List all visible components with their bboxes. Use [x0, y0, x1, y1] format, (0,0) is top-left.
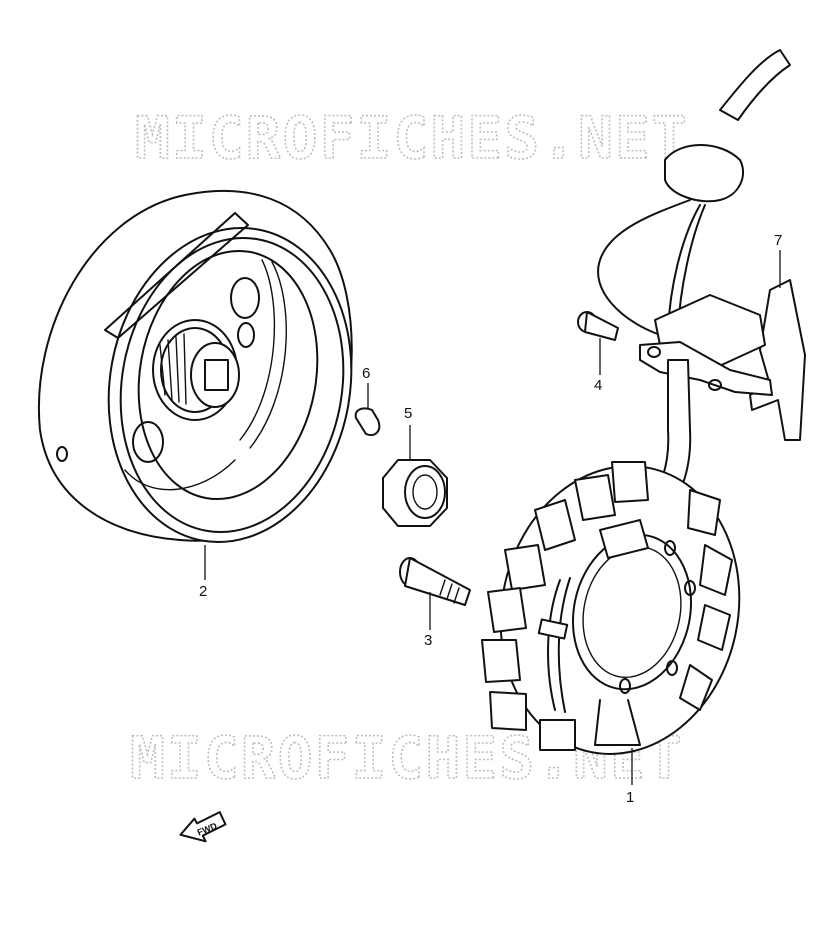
callout-5[interactable]: 5	[404, 405, 412, 422]
part-5-nut[interactable]	[382, 425, 448, 527]
callout-2[interactable]: 2	[199, 583, 207, 600]
watermark-top: MICROFICHES.NET	[135, 104, 689, 172]
part-7-clamp-bracket[interactable]	[749, 250, 806, 441]
part-6-woodruff-key[interactable]	[354, 383, 381, 436]
callout-4[interactable]: 4	[594, 377, 602, 394]
callout-6[interactable]: 6	[362, 365, 370, 382]
callout-3[interactable]: 3	[424, 632, 432, 649]
part-3-bolt[interactable]	[399, 557, 471, 630]
part-4-screw[interactable]	[577, 311, 619, 375]
part-2-flywheel-rotor[interactable]	[37, 189, 376, 580]
fwd-direction-arrow: FWD	[179, 811, 227, 843]
part-1-stator-assembly[interactable]	[474, 49, 791, 785]
callout-1[interactable]: 1	[626, 789, 634, 806]
callout-7[interactable]: 7	[774, 232, 782, 249]
